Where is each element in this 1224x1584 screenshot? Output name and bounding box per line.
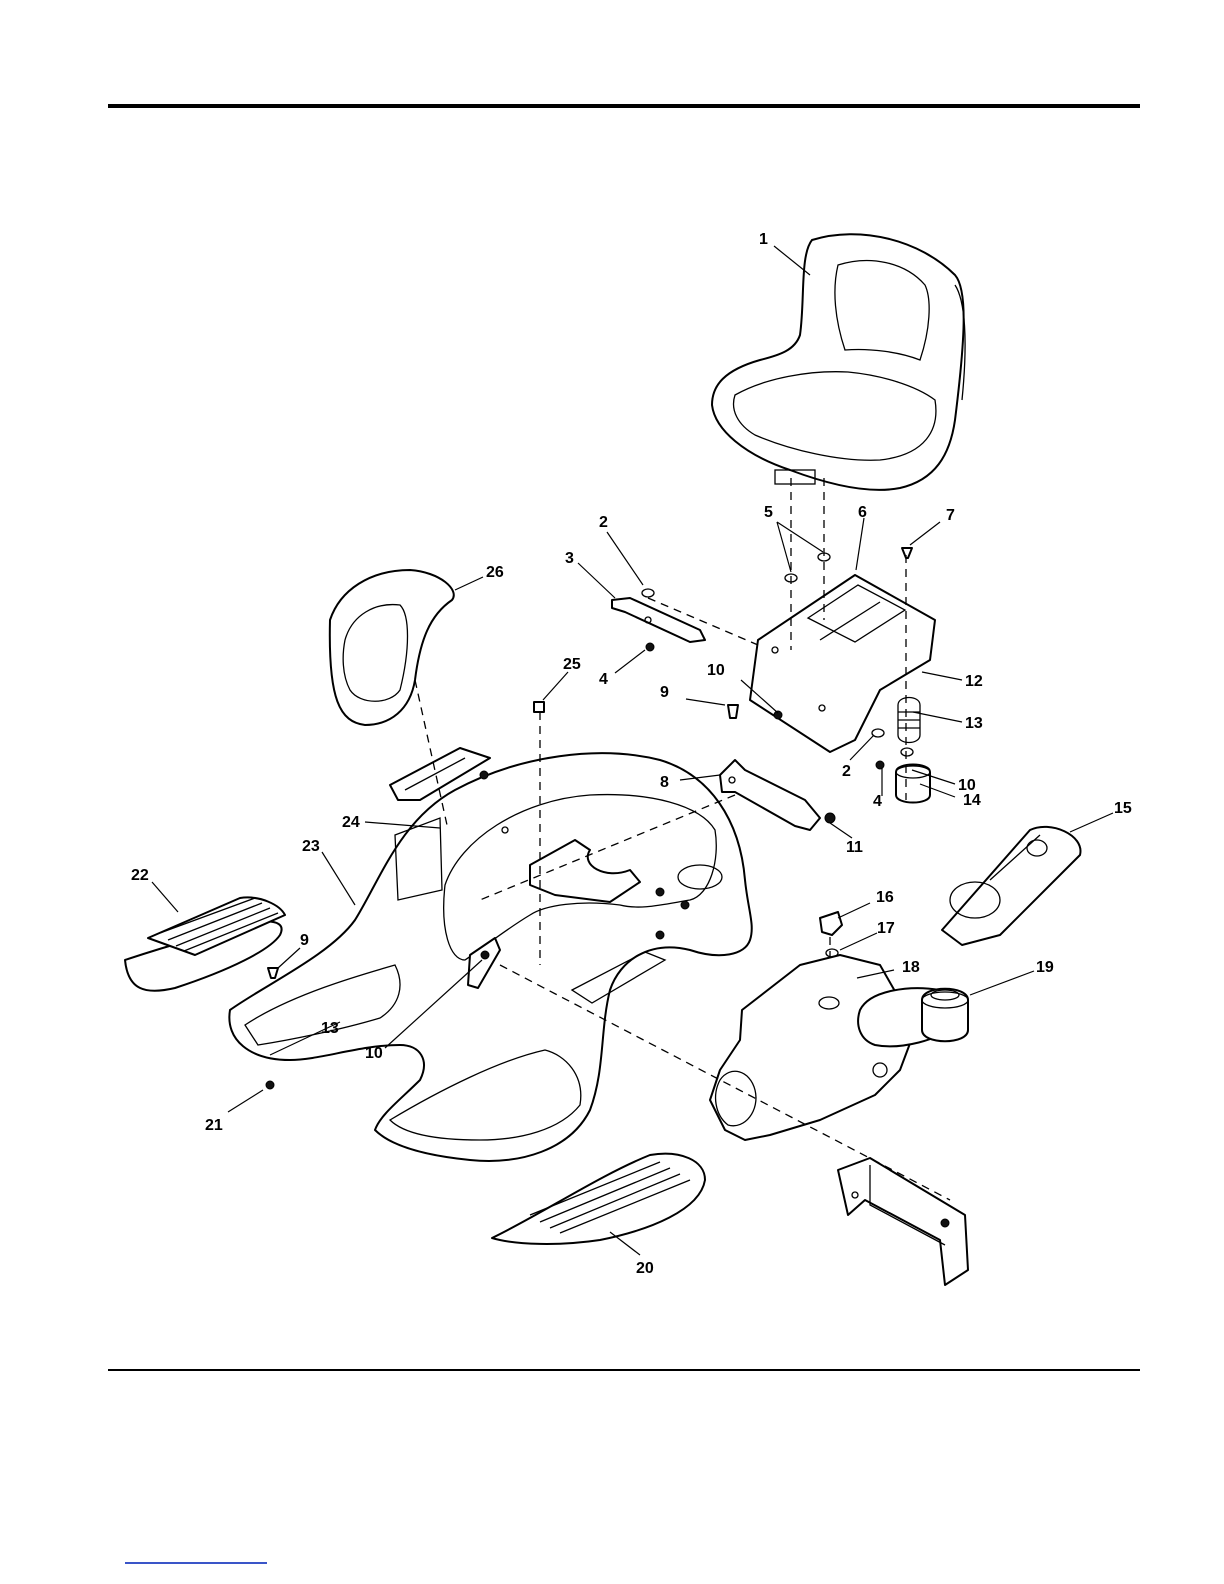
callout-4: 4 bbox=[599, 671, 608, 688]
callout-20: 20 bbox=[636, 1260, 654, 1277]
mount-bracket-part bbox=[838, 1158, 968, 1285]
callout-23: 23 bbox=[302, 838, 320, 855]
callout-25: 25 bbox=[563, 656, 581, 673]
callout-2-lower: 2 bbox=[842, 763, 851, 780]
slide-rail-part bbox=[612, 598, 705, 642]
seat-part bbox=[712, 234, 965, 490]
callout-8: 8 bbox=[660, 774, 669, 791]
callout-18: 18 bbox=[902, 959, 920, 976]
callout-13-lower: 13 bbox=[321, 1020, 339, 1037]
callout-12: 12 bbox=[965, 673, 983, 690]
callout-15: 15 bbox=[1114, 800, 1132, 817]
seat-pan-part bbox=[750, 575, 935, 752]
callout-4-lower: 4 bbox=[873, 793, 882, 810]
callout-10: 10 bbox=[707, 662, 725, 679]
callout-6: 6 bbox=[858, 504, 867, 521]
callout-19: 19 bbox=[1036, 959, 1054, 976]
callout-7: 7 bbox=[946, 507, 955, 524]
callout-22: 22 bbox=[131, 867, 149, 884]
callout-17: 17 bbox=[877, 920, 895, 937]
callout-24: 24 bbox=[342, 814, 360, 831]
cup-holder-part bbox=[942, 827, 1080, 945]
callout-leaders bbox=[152, 246, 1113, 1255]
callout-9: 9 bbox=[660, 684, 669, 701]
callout-16: 16 bbox=[876, 889, 894, 906]
fender-deck-part bbox=[229, 753, 751, 1161]
callout-10-bottom: 10 bbox=[365, 1045, 383, 1062]
fuel-cap-part bbox=[922, 989, 968, 1042]
callout-5: 5 bbox=[764, 504, 773, 521]
callout-13: 13 bbox=[965, 715, 983, 732]
fuel-tank-part bbox=[710, 955, 960, 1140]
callout-9-lower: 9 bbox=[300, 932, 309, 949]
left-footrest-mat-part bbox=[125, 897, 285, 990]
callout-21: 21 bbox=[205, 1117, 223, 1134]
callout-1: 1 bbox=[759, 231, 768, 248]
fender-pad-part bbox=[330, 570, 454, 725]
callout-11: 11 bbox=[846, 839, 863, 856]
callout-3: 3 bbox=[565, 550, 574, 567]
callout-14: 14 bbox=[963, 792, 981, 809]
callout-26: 26 bbox=[486, 564, 504, 581]
right-footrest-mat-part bbox=[492, 1154, 705, 1244]
callout-2: 2 bbox=[599, 514, 608, 531]
